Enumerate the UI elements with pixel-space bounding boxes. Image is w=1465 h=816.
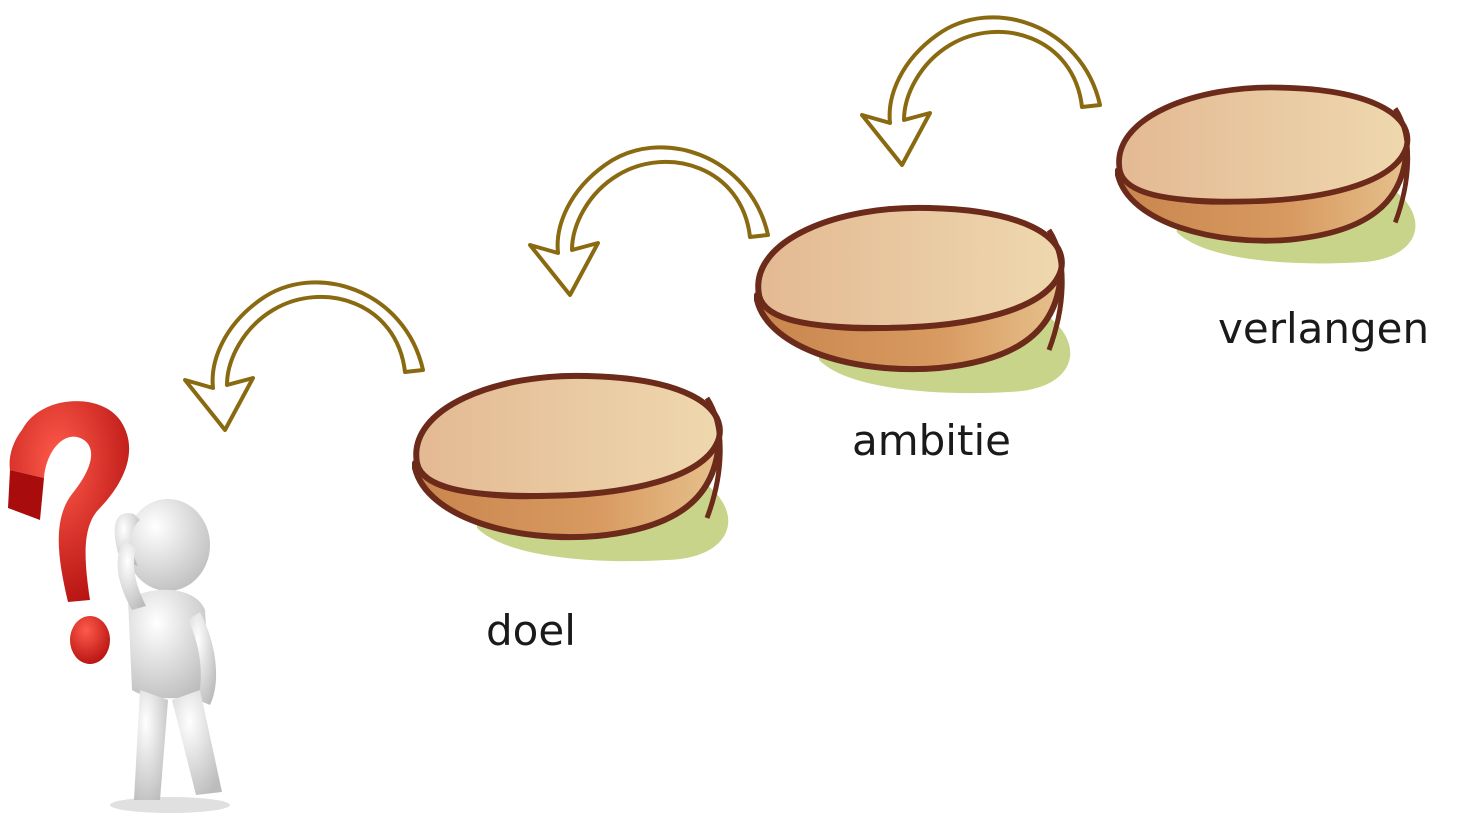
curved-arrow-icon: [528, 145, 770, 297]
stepping-stone-ambitie: [757, 208, 1070, 393]
stepping-stone-verlangen: [1118, 87, 1416, 263]
curved-arrow-icon: [860, 15, 1102, 168]
step-label-verlangen: verlangen: [1218, 304, 1430, 353]
curved-arrow-icon: [183, 280, 425, 432]
step-label-doel: doel: [486, 606, 576, 655]
step-label-ambitie: ambitie: [852, 416, 1011, 465]
stepping-stone-doel: [415, 376, 728, 561]
question-mark-icon: [8, 401, 130, 664]
confused-person-icon: [110, 499, 230, 813]
